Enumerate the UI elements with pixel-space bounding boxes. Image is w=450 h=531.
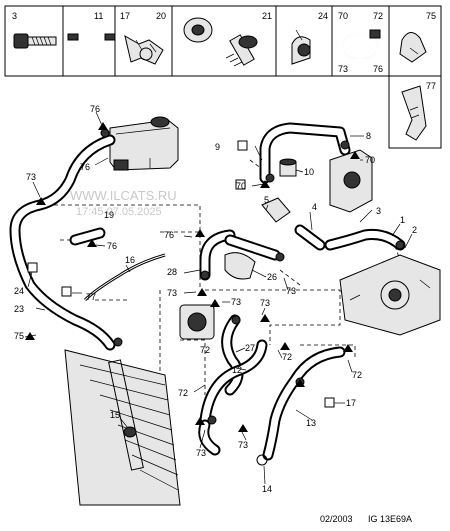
marker-symbols <box>25 122 360 432</box>
thermostat-housing <box>329 149 373 213</box>
callout-72c: 72 <box>178 388 188 398</box>
radiator <box>64 349 181 506</box>
spring-clip-part-icon <box>124 34 164 65</box>
callout-5: 5 <box>264 195 269 205</box>
callout-70b: 70 <box>236 181 246 191</box>
callout-4: 4 <box>312 202 317 212</box>
hoses <box>9 122 406 461</box>
header-label-72: 72 <box>373 11 383 21</box>
callout-72b: 72 <box>352 370 362 380</box>
foam-shield-part-icon <box>401 85 427 141</box>
header-label-73: 73 <box>338 64 348 74</box>
callout-labels: 76 76 73 9 8 70 10 70 3 4 5 1 2 19 76 76… <box>14 104 417 494</box>
callout-19: 19 <box>104 210 114 220</box>
callout-13: 13 <box>306 418 316 428</box>
callout-14: 14 <box>262 484 272 494</box>
callout-24: 24 <box>14 286 24 296</box>
hose-clip-part-icon <box>67 33 116 67</box>
water-outlet-5 <box>261 197 291 223</box>
callout-17: 17 <box>346 398 356 408</box>
callout-3: 3 <box>376 206 381 216</box>
callout-76a: 76 <box>90 104 100 114</box>
callout-16: 16 <box>125 255 135 265</box>
callout-15: 15 <box>110 410 120 420</box>
callout-2: 2 <box>412 225 417 235</box>
header-label-76: 76 <box>373 64 383 74</box>
engine-water-housing <box>339 254 441 336</box>
callout-23: 23 <box>14 304 24 314</box>
push-fastener-part-icon <box>183 17 258 67</box>
oil-cooler <box>179 304 215 340</box>
header-label-11: 11 <box>94 11 103 21</box>
callout-12: 12 <box>232 365 242 375</box>
footer-code: IG 13E69A <box>368 514 412 524</box>
callout-10: 10 <box>304 167 314 177</box>
pipe-holder-part-icon <box>291 29 311 65</box>
callout-73d: 73 <box>231 297 241 307</box>
callout-75: 75 <box>14 331 24 341</box>
callout-9: 9 <box>215 142 220 152</box>
callout-73c: 73 <box>286 286 296 296</box>
header-strip: 3 11 17 20 21 24 70 72 73 76 75 77 <box>4 5 442 149</box>
leader-lines <box>24 111 413 485</box>
callout-73b: 73 <box>167 288 177 298</box>
callout-73a: 73 <box>26 172 36 182</box>
bolt-part-icon <box>13 33 57 49</box>
watermark-timestamp: 17:45 07.05.2025 <box>76 206 162 218</box>
header-label-21: 21 <box>262 11 272 21</box>
bracket-part-icon <box>399 32 427 63</box>
callout-73e: 73 <box>260 298 270 308</box>
callout-72d: 72 <box>200 345 210 355</box>
callout-76c: 76 <box>107 241 117 251</box>
callout-76d: 76 <box>164 230 174 240</box>
callout-73g: 73 <box>238 440 248 450</box>
callout-27: 27 <box>245 343 255 353</box>
callout-1: 1 <box>400 215 405 225</box>
header-label-70: 70 <box>338 11 348 21</box>
watermark-site: WWW.ILCATS.RU <box>70 188 177 203</box>
callout-26: 26 <box>267 272 277 282</box>
footer-date: 02/2003 <box>320 514 353 524</box>
assembly-guides <box>40 145 401 430</box>
header-label-77: 77 <box>426 81 436 91</box>
callout-8: 8 <box>366 131 371 141</box>
sensor-10 <box>279 158 297 177</box>
header-label-20: 20 <box>156 11 166 21</box>
header-label-75: 75 <box>426 11 436 21</box>
callout-77: 77 <box>86 292 96 302</box>
pipe-junction-26 <box>224 252 256 280</box>
callout-70a: 70 <box>365 155 375 165</box>
header-label-17: 17 <box>120 11 130 21</box>
callout-72a: 72 <box>282 352 292 362</box>
expansion-tank <box>109 116 179 171</box>
callout-76b: 76 <box>80 162 90 172</box>
hose-clamp-part-icon <box>341 29 381 60</box>
callout-28: 28 <box>167 267 177 277</box>
header-label-24: 24 <box>318 11 328 21</box>
callout-73f: 73 <box>196 448 206 458</box>
header-label-3: 3 <box>12 11 17 21</box>
